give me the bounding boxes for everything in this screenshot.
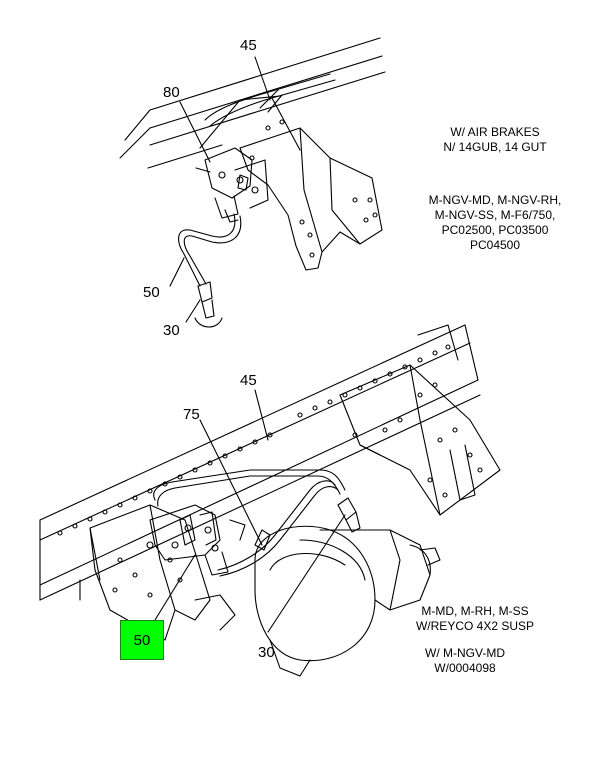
bottom-frame-rail xyxy=(39,324,481,601)
note-line: M-NGV-MD, M-NGV-RH, xyxy=(428,193,562,207)
callout-75-bottom: 75 xyxy=(183,406,200,423)
top-valve-assembly xyxy=(195,147,269,223)
bottom-upper-line xyxy=(153,469,346,507)
note-line: W/ M-NGV-MD xyxy=(425,646,505,660)
note-line: PC04500 xyxy=(469,238,521,252)
note-line: PC02500, PC03500 xyxy=(441,223,549,237)
note-line: W/REYCO 4X2 SUSP xyxy=(415,619,535,633)
callout-45-bottom: 45 xyxy=(240,372,257,389)
callout-80-top: 80 xyxy=(163,84,180,101)
note-bottom-models: M-MD, M-RH, M-SS W/REYCO 4X2 SUSP xyxy=(395,604,555,634)
bottom-bracket xyxy=(89,504,236,641)
bottom-hose-line xyxy=(217,480,339,577)
bottom-valve-assembly xyxy=(149,504,246,576)
bottom-fitting xyxy=(337,497,361,533)
top-bracket xyxy=(239,119,383,271)
note-bottom-application: W/ M-NGV-MD W/0004098 xyxy=(395,646,535,676)
bottom-brake-chamber xyxy=(254,525,441,677)
note-line: M-NGV-SS, M-F6/750, xyxy=(434,208,556,222)
note-line: W/ AIR BRAKES xyxy=(450,125,540,139)
bottom-leader-lines xyxy=(154,389,346,633)
top-brake-lines xyxy=(204,73,336,127)
callout-50-bottom: 50 xyxy=(133,631,151,649)
top-frame-rail xyxy=(119,37,386,169)
top-hose-line xyxy=(178,213,242,287)
callout-45-top: 45 xyxy=(240,37,257,54)
note-top-models: M-NGV-MD, M-NGV-RH, M-NGV-SS, M-F6/750, … xyxy=(415,193,575,253)
note-line: M-MD, M-RH, M-SS xyxy=(421,604,529,618)
note-line: N/ 14GUB, 14 GUT xyxy=(443,140,547,154)
top-fitting xyxy=(194,281,223,328)
note-line: W/0004098 xyxy=(434,661,496,675)
callout-30-bottom: 30 xyxy=(258,644,275,661)
top-leader-lines xyxy=(169,56,271,323)
note-air-brakes: W/ AIR BRAKES N/ 14GUB, 14 GUT xyxy=(425,125,565,155)
bottom-rail-holes xyxy=(57,344,451,536)
callout-50-highlight[interactable]: 50 xyxy=(120,620,164,660)
callout-50-top: 50 xyxy=(143,284,160,301)
bottom-crossmember xyxy=(339,324,501,516)
callout-30-top: 30 xyxy=(163,322,180,339)
